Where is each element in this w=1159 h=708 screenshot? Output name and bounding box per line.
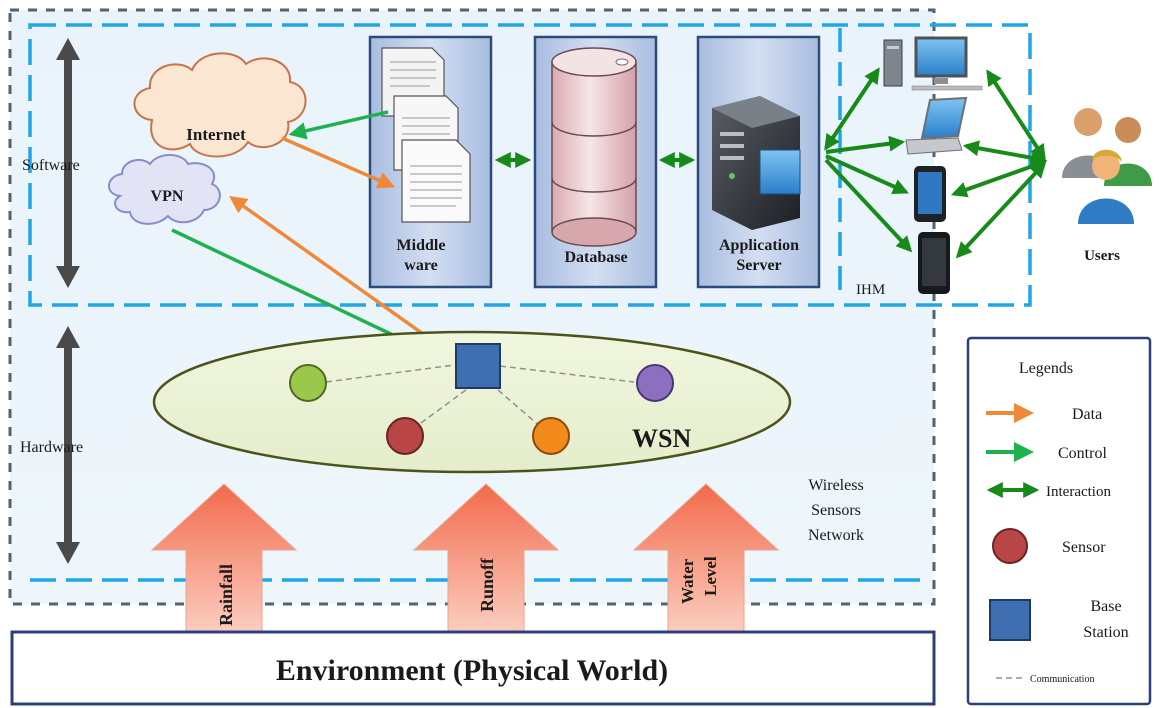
ihm-label: IHM	[856, 282, 885, 298]
environment-label: Environment (Physical World)	[276, 654, 668, 687]
document-stack-icon	[381, 47, 471, 223]
legend-sensor-label: Sensor	[1062, 539, 1106, 556]
hardware-span-arrow	[56, 326, 80, 564]
users-group-icon	[1062, 108, 1152, 224]
middleware-to-internet-control	[288, 110, 389, 140]
server-device-interactions	[824, 67, 913, 253]
middleware-label-line1: Middle	[397, 237, 446, 254]
database-cylinder-icon	[551, 47, 637, 247]
water-level-label-line2: Level	[701, 556, 720, 596]
legend-base-station-icon	[989, 599, 1031, 641]
legend-base-label-line2: Station	[1083, 624, 1128, 641]
sensor-purple	[636, 364, 674, 402]
software-span-arrow	[56, 38, 80, 288]
legend-title: Legends	[1019, 360, 1073, 377]
legend-data-label: Data	[1072, 406, 1102, 423]
wsn-desc-line2: Sensors	[811, 502, 861, 519]
database-label: Database	[564, 249, 627, 266]
users-label: Users	[1084, 248, 1120, 264]
smartphone-icon	[918, 232, 950, 294]
internet-cloud-icon	[133, 52, 307, 158]
internet-to-middleware-data	[281, 136, 396, 189]
server-tower-icon	[712, 96, 801, 230]
sensor-orange	[532, 417, 570, 455]
tablet-icon	[914, 166, 946, 222]
software-label: Software	[22, 157, 80, 174]
sensor-green	[289, 364, 327, 402]
environment-box	[10, 630, 936, 706]
middleware-label-line2: ware	[404, 257, 437, 274]
hardware-label: Hardware	[20, 439, 83, 456]
communication-links	[325, 363, 635, 429]
legend-control-label: Control	[1058, 445, 1107, 462]
wsn-desc-line3: Network	[808, 527, 864, 544]
base-station	[455, 343, 501, 389]
runoff-label: Runoff	[477, 557, 497, 612]
rainfall-label: Rainfall	[216, 564, 236, 626]
wsn-desc-line1: Wireless	[808, 477, 863, 494]
wsn-label: WSN	[632, 424, 691, 453]
app-server-label-line1: Application	[719, 237, 799, 254]
device-user-interactions	[950, 69, 1048, 259]
legend-communication-label: Communication	[1030, 674, 1094, 685]
legend-box	[966, 336, 1152, 706]
legend-base-label-line1: Base	[1090, 598, 1121, 615]
legend-sensor-icon	[992, 528, 1028, 564]
app-server-label-line2: Server	[736, 257, 781, 274]
sensor-red	[386, 417, 424, 455]
legend-interaction-label: Interaction	[1046, 484, 1111, 500]
internet-label: Internet	[186, 125, 246, 144]
laptop-icon	[905, 96, 968, 155]
desktop-computer-icon	[883, 36, 983, 91]
vpn-label: VPN	[151, 188, 184, 205]
basestation-to-vpn-data	[229, 195, 456, 358]
water-level-label-line1: Water	[678, 558, 697, 604]
vpn-cloud-icon	[108, 154, 221, 225]
